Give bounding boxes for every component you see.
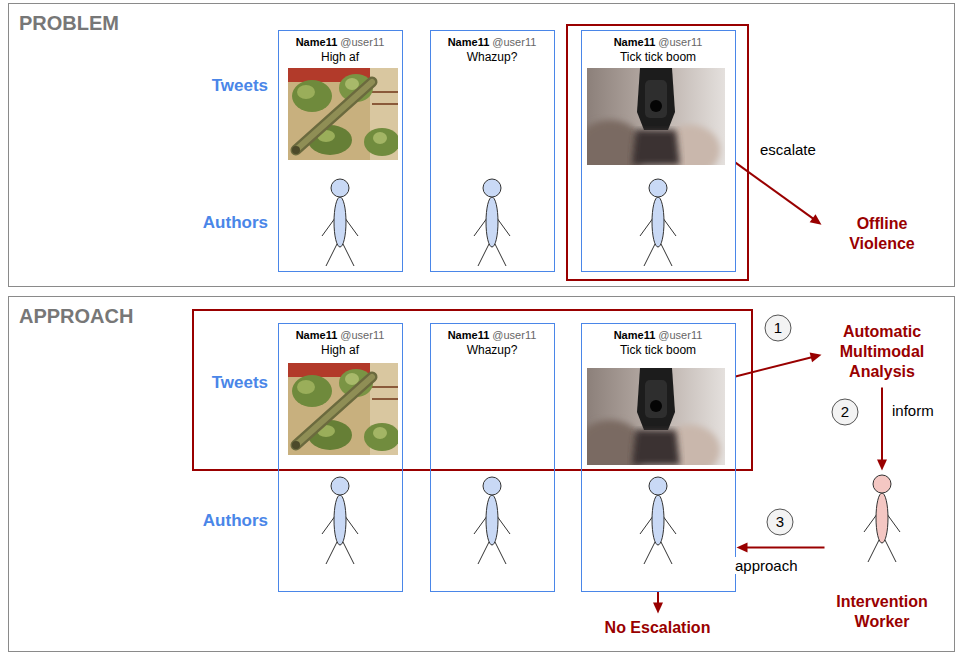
tweet-author-name: Name11 xyxy=(448,329,490,341)
author-figure xyxy=(322,477,358,564)
node-label: No Escalation xyxy=(574,618,742,638)
tweet-handle: @user11 xyxy=(340,329,384,341)
author-figure xyxy=(474,179,510,266)
node-label: Automatic Multimodal Analysis xyxy=(829,322,936,382)
tweet-text: Tick tick boom xyxy=(584,50,733,64)
tweet-text: High af xyxy=(281,343,400,357)
arrow-connector xyxy=(736,163,822,225)
worker-label: Intervention Worker xyxy=(829,592,936,632)
callout-circle xyxy=(832,399,858,425)
tweet-header: Name11 @user11 xyxy=(582,36,735,48)
connector-line xyxy=(736,357,813,377)
callout-number: 3 xyxy=(767,509,793,535)
tweet-body-holder: Whazup? xyxy=(433,50,552,64)
author-figure xyxy=(474,477,510,564)
tweet-body-holder: Whazup? xyxy=(433,343,552,357)
arrow-head xyxy=(810,214,822,224)
tweet-author-name: Name11 xyxy=(614,329,656,341)
tweet-header: Name11 @user11 xyxy=(431,36,554,48)
tweet-card: Name11 @user11High af xyxy=(278,30,403,272)
tweet-header: Name11 @user11 xyxy=(279,329,402,341)
row-label: Authors xyxy=(188,511,268,531)
tweet-author-name: Name11 xyxy=(296,36,338,48)
tweet-header: Name11 @user11 xyxy=(582,329,735,341)
tweet-handle: @user11 xyxy=(340,36,384,48)
gun-photo xyxy=(575,368,725,480)
text-node: Automatic Multimodal Analysis xyxy=(825,320,940,384)
gun-photo xyxy=(575,68,725,180)
tweet-header: Name11 @user11 xyxy=(431,329,554,341)
panel-box: APPROACHName11 @user11High afName11 @use… xyxy=(8,296,955,652)
cannabis-photo xyxy=(288,68,400,160)
tweet-card: Name11 @user11Whazup? xyxy=(430,30,555,272)
tweet-handle: @user11 xyxy=(658,329,702,341)
text-node: Offline Violence xyxy=(825,212,940,256)
worker-node: Intervention Worker xyxy=(825,470,940,634)
tweet-header: Name11 @user11 xyxy=(279,36,402,48)
edge-label: inform xyxy=(890,402,936,419)
arrow-connector xyxy=(736,353,822,377)
callout-circle xyxy=(767,509,793,535)
tweet-author-name: Name11 xyxy=(614,36,656,48)
tweet-card: Name11 @user11Whazup? xyxy=(430,323,555,592)
node-label: Offline Violence xyxy=(829,214,936,254)
highlight-box xyxy=(567,25,748,280)
tweet-card: Name11 @user11High af xyxy=(278,323,403,592)
arrow-connector xyxy=(737,543,825,553)
text-node: No Escalation xyxy=(570,616,746,640)
arrow-head xyxy=(877,460,887,471)
panel-heading: APPROACH xyxy=(19,305,133,328)
connector-line xyxy=(881,388,883,462)
callout-circle xyxy=(765,315,791,341)
row-label: Tweets xyxy=(188,76,268,96)
arrow-connector xyxy=(653,592,663,614)
tweet-handle: @user11 xyxy=(492,329,536,341)
tweet-handle: @user11 xyxy=(492,36,536,48)
author-figure xyxy=(640,477,676,564)
edge-label: escalate xyxy=(758,141,818,158)
tweet-author-name: Name11 xyxy=(448,36,490,48)
tweet-text: Whazup? xyxy=(433,343,552,357)
panel-heading: PROBLEM xyxy=(19,12,119,35)
connector-line xyxy=(736,163,815,220)
cannabis-photo xyxy=(288,363,400,455)
arrow-connector xyxy=(877,388,887,471)
tweet-card: Name11 @user11Tick tick boom xyxy=(581,30,736,272)
callout-number: 2 xyxy=(832,399,858,425)
tweet-text: High af xyxy=(281,50,400,64)
tweet-author-name: Name11 xyxy=(296,329,338,341)
arrow-head xyxy=(653,603,663,614)
tweet-body-holder: High af xyxy=(281,50,400,64)
row-label: Tweets xyxy=(188,373,268,393)
callout-number: 1 xyxy=(765,315,791,341)
arrow-head xyxy=(737,543,748,553)
tweet-text: Whazup? xyxy=(433,50,552,64)
worker-figure xyxy=(864,475,900,562)
connector-line xyxy=(746,547,825,549)
author-figure xyxy=(640,179,676,266)
row-label: Authors xyxy=(188,213,268,233)
tweet-body-holder: Tick tick boom xyxy=(584,50,733,64)
edge-label: approach xyxy=(733,557,800,574)
author-figure xyxy=(322,179,358,266)
tweet-text: Tick tick boom xyxy=(584,343,733,357)
tweet-body-holder: Tick tick boom xyxy=(584,343,733,357)
tweet-handle: @user11 xyxy=(658,36,702,48)
tweet-body-holder: High af xyxy=(281,343,400,357)
tweet-card: Name11 @user11Tick tick boom xyxy=(581,323,736,592)
arrow-head xyxy=(810,353,822,363)
